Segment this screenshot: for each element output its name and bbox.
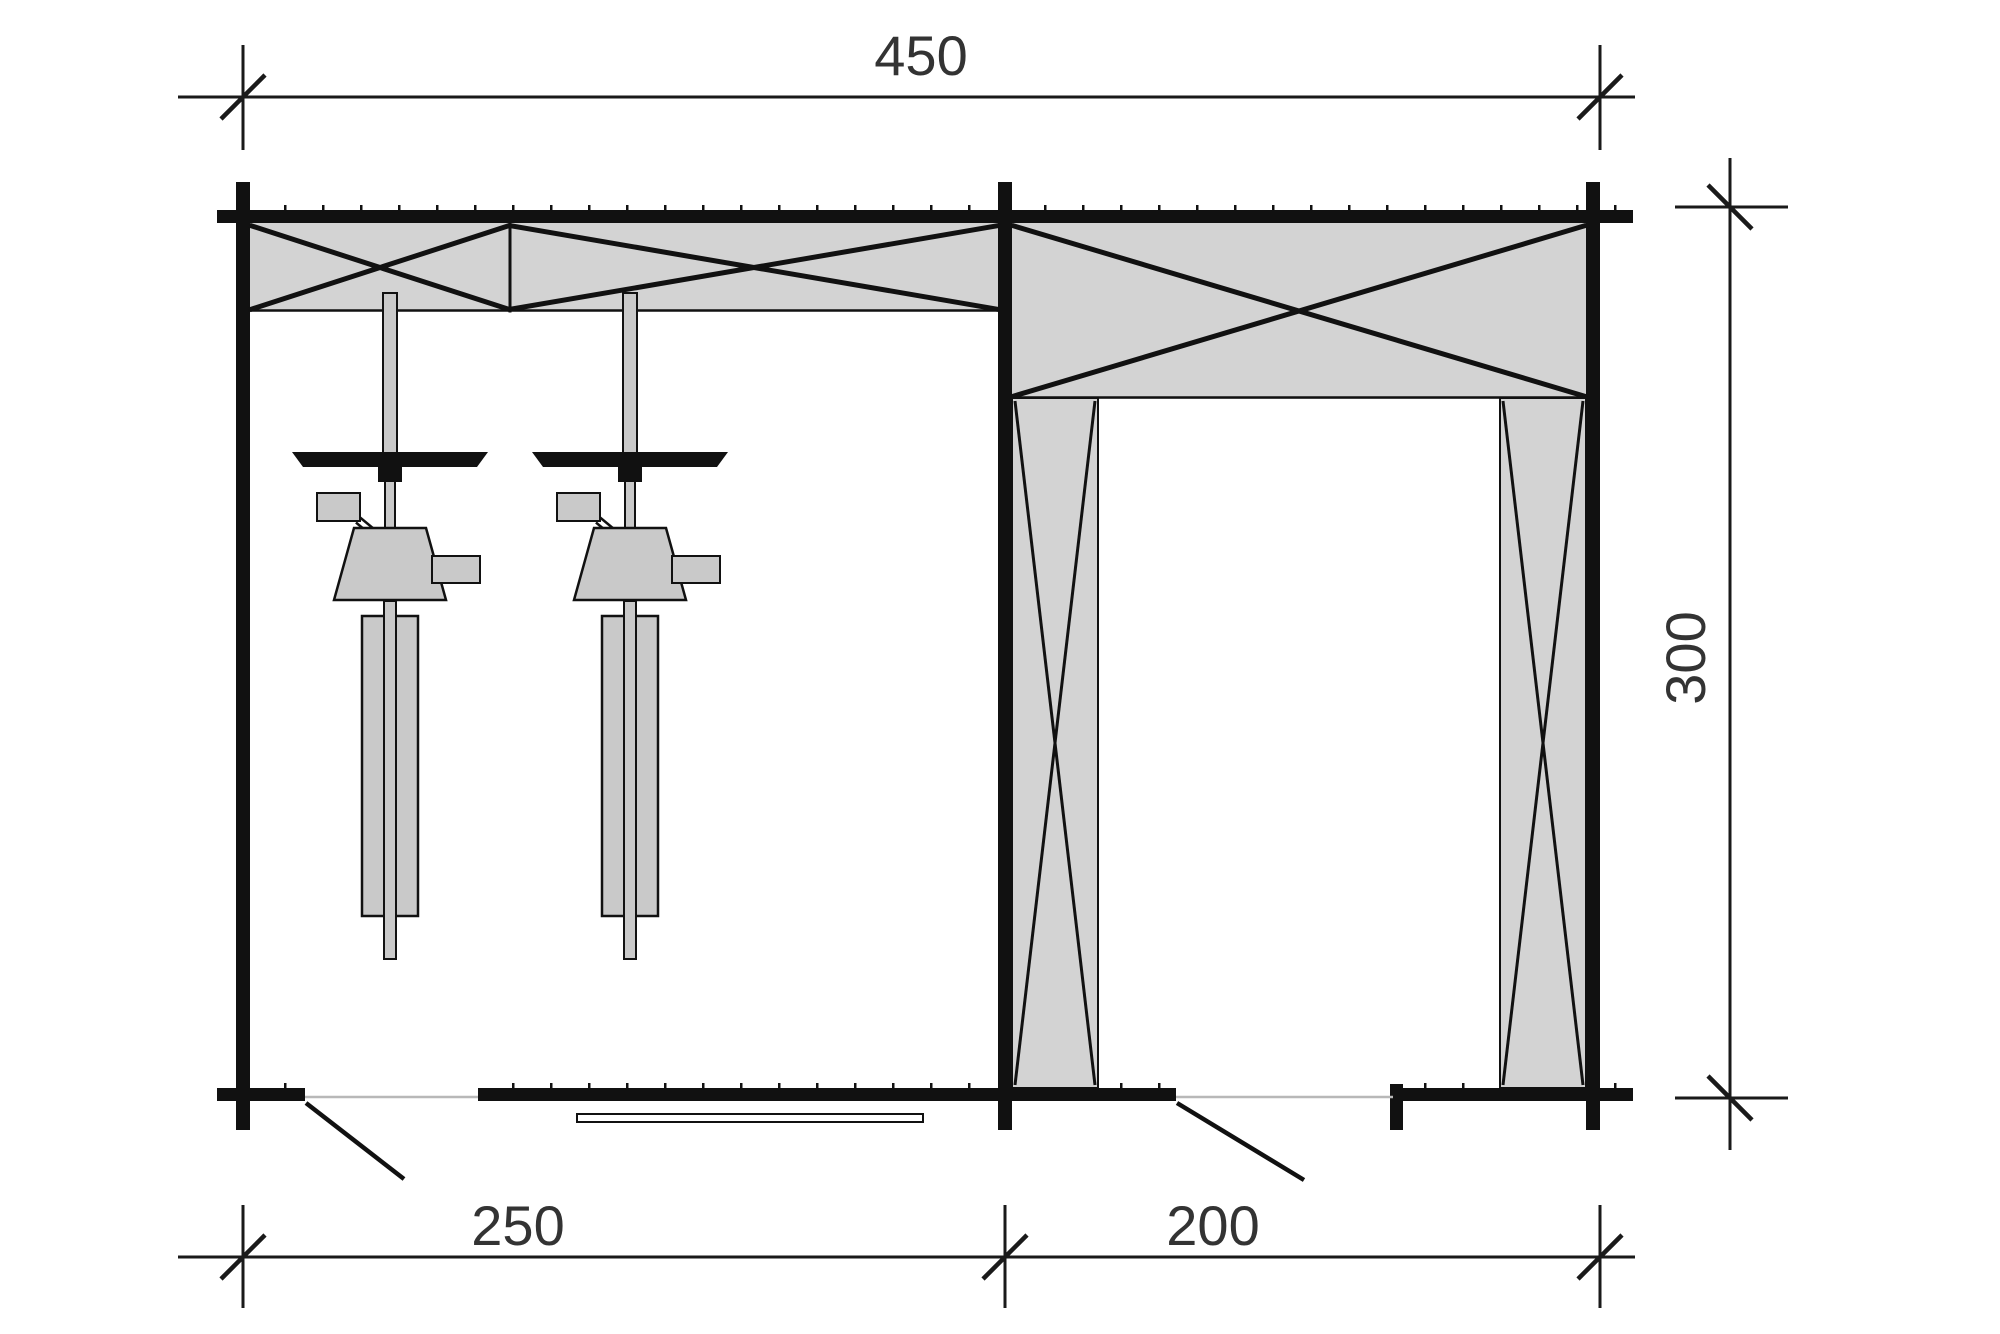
dimension-lines [178,45,1788,1308]
dim-tick [981,1233,1029,1281]
dimension-label-right-room-width: 200 [1166,1194,1260,1257]
walls [217,182,1633,1130]
bottom-wall-log-ticks-left [217,1083,305,1088]
middle-wall-post [998,182,1012,1130]
brace-diagonal [248,222,512,313]
dimension-label-total-depth: 300 [1654,611,1717,705]
dim-tick [219,1233,267,1281]
dim-tick [1706,183,1754,231]
doors [304,1095,1393,1182]
bicycle-symbols [292,293,728,959]
top-wall-log-ticks [217,205,1633,210]
right-room-top-braced-panel [1010,222,1588,400]
dimension-label-total-width: 450 [874,24,968,87]
bicycle-2 [532,293,728,959]
bottom-wall-segment-left [217,1088,305,1101]
brace-diagonal [1501,400,1585,1086]
brace-diagonal [509,223,999,312]
dim-tick [1576,1233,1624,1281]
dim-tick [1576,73,1624,121]
bottom-wall-segment-middle [478,1088,1176,1101]
threshold-board [576,1113,924,1123]
top-wall-beam [217,210,1633,223]
brace-diagonal [1010,222,1588,400]
right-wall-post [1586,182,1600,1130]
right-door-jamb-post [1390,1084,1403,1130]
dimension-label-left-room-width: 250 [471,1194,565,1257]
bottom-wall-log-ticks-middle [478,1083,1176,1088]
left-wall-post [236,182,250,1130]
right-door-swing [1175,1101,1306,1182]
dim-tick [219,73,267,121]
bottom-wall-segment-right [1393,1088,1633,1101]
bicycle-1 [292,293,488,959]
dim-tick [1706,1074,1754,1122]
brace-diagonal [1013,400,1097,1086]
opening-braced-pillars [1011,397,1587,1089]
left-door-swing [304,1101,406,1181]
